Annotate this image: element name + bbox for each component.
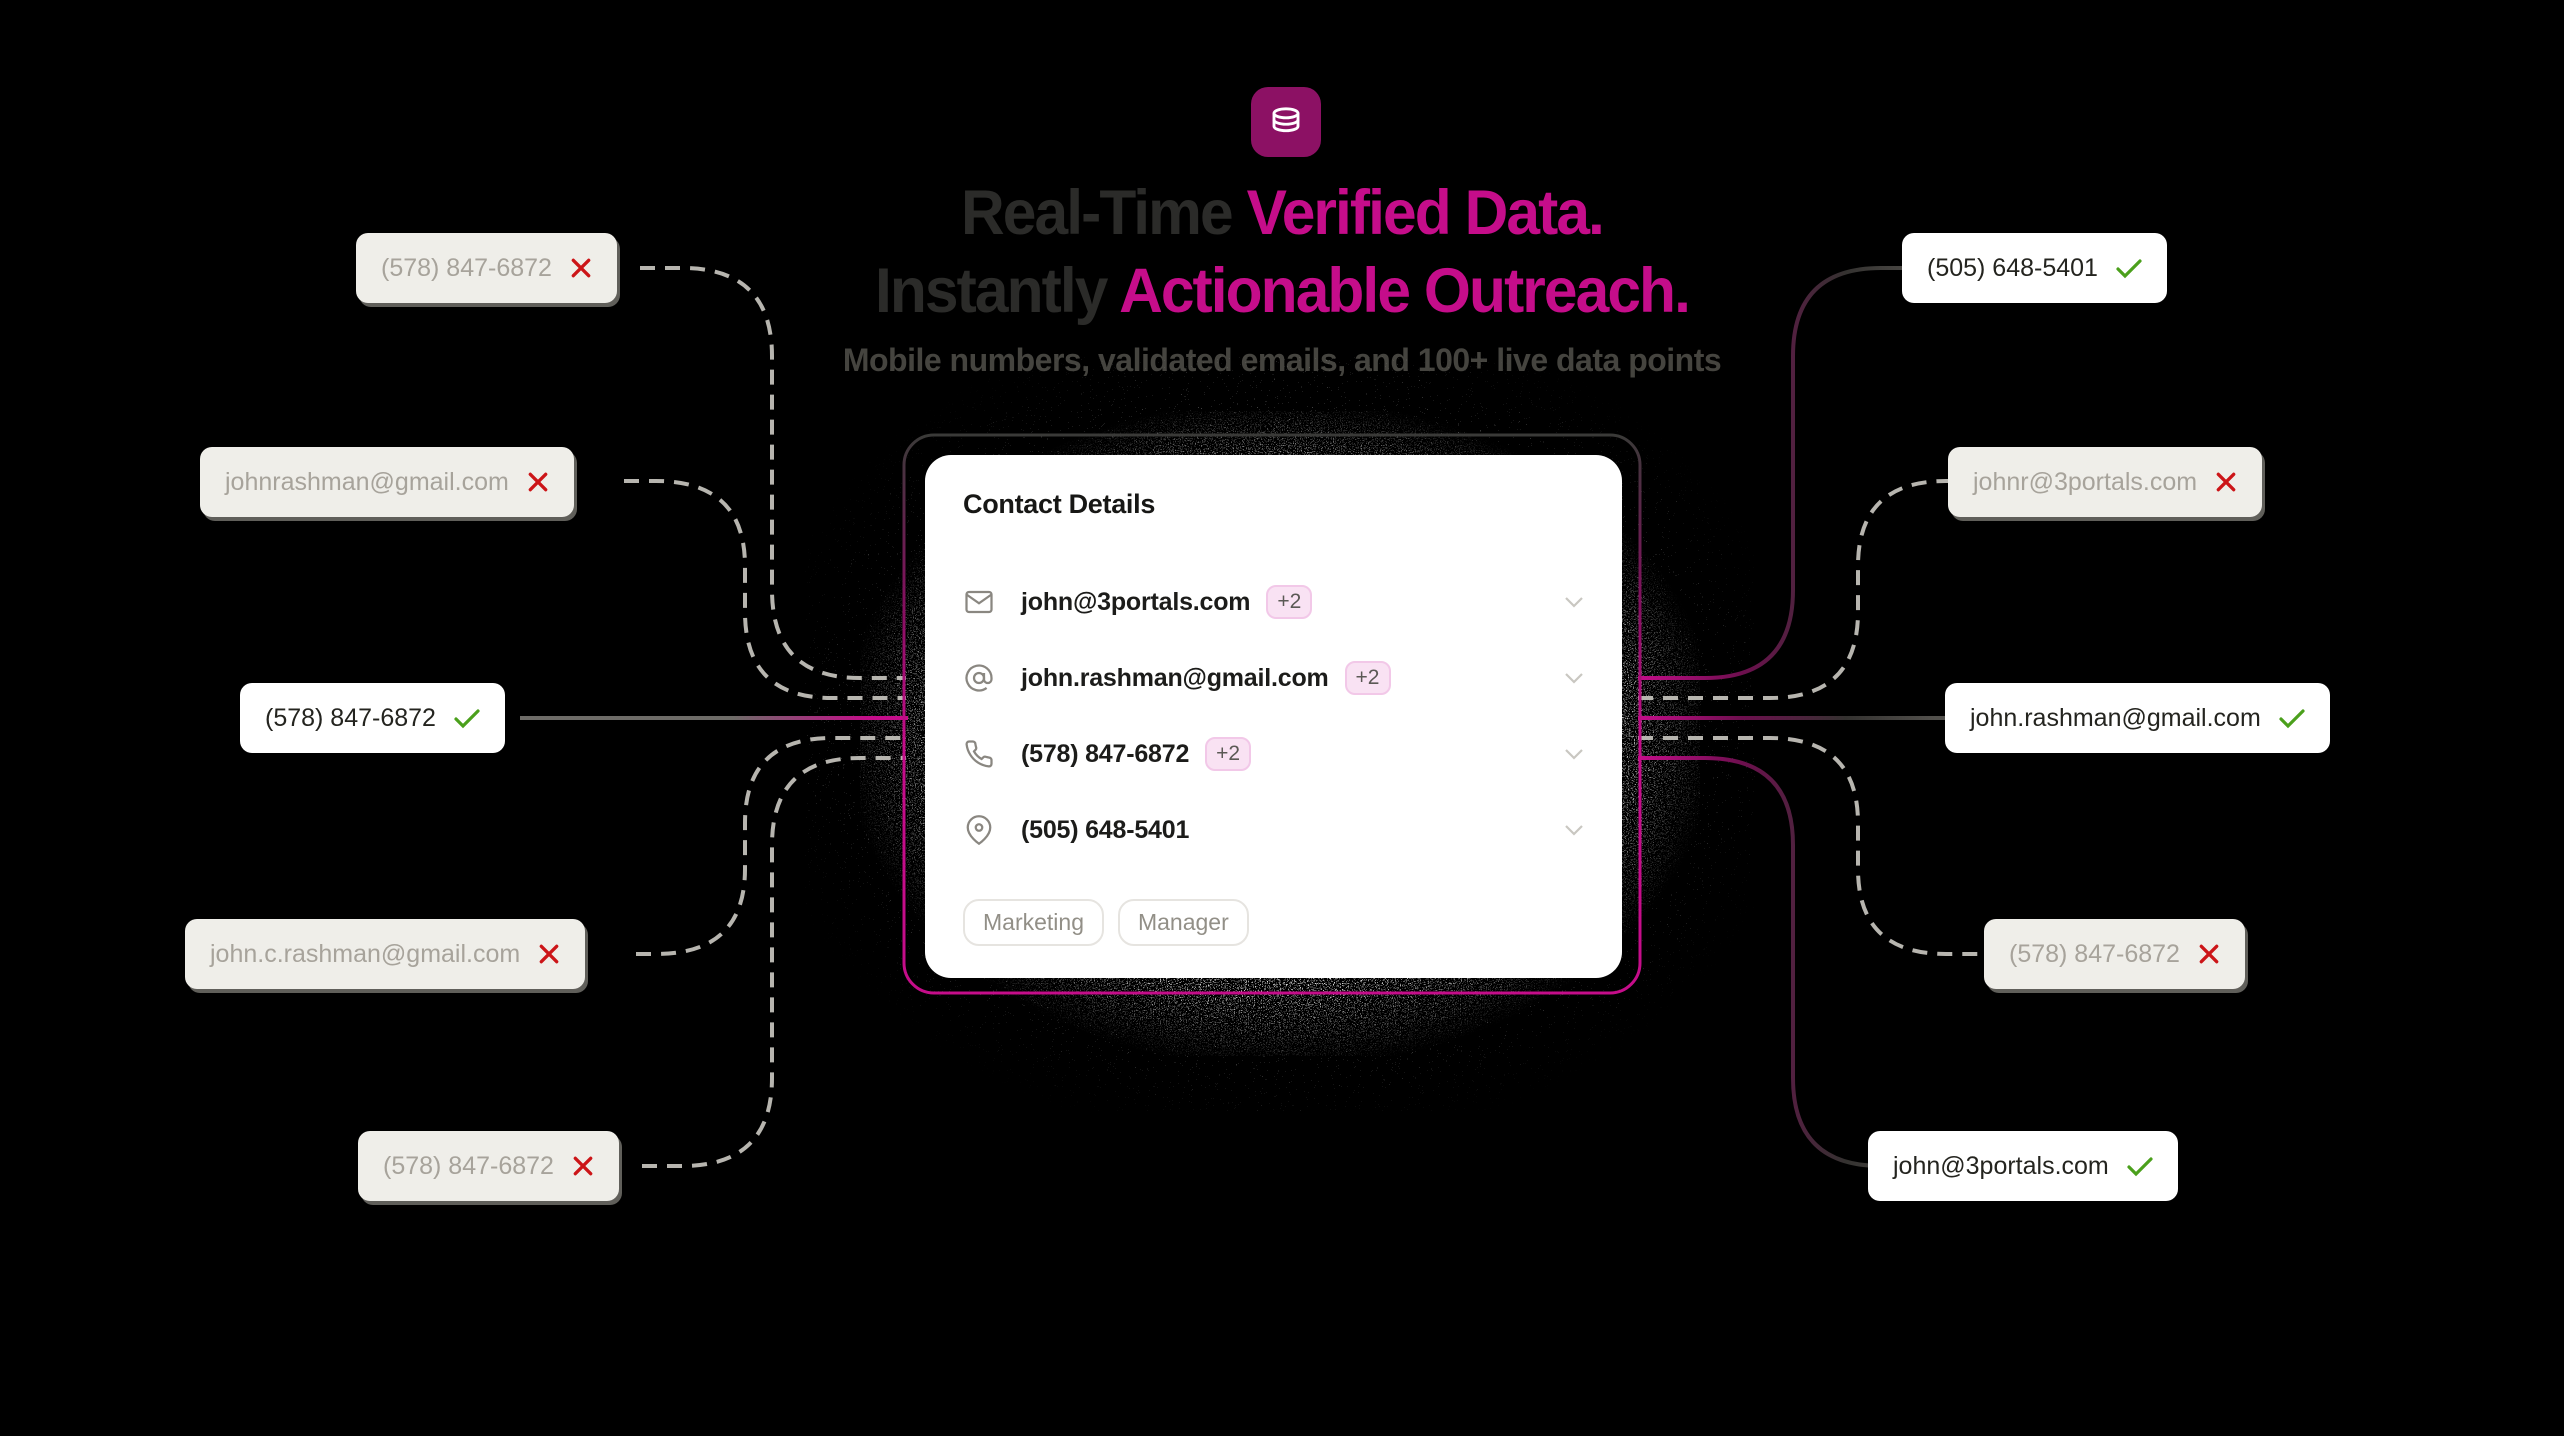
row-value: john@3portals.com: [1021, 587, 1251, 616]
extra-count-badge: +2: [1344, 661, 1391, 695]
chip-right-email-invalid-1: johnr@3portals.com: [1948, 447, 2263, 517]
mail-icon: [963, 587, 995, 617]
row-value: (578) 847-6872: [1021, 739, 1190, 768]
chevron-down-icon[interactable]: [1564, 748, 1584, 760]
chip-value: (578) 847-6872: [265, 703, 436, 732]
chip-value: (578) 847-6872: [381, 253, 552, 282]
chip-value: (578) 847-6872: [2009, 939, 2180, 968]
tag-marketing: Marketing: [963, 899, 1104, 946]
card-title: Contact Details: [963, 489, 1156, 519]
chevron-down-icon[interactable]: [1564, 672, 1584, 684]
connector-left-2: [624, 479, 906, 700]
chip-left-email-invalid-2: john.c.rashman@gmail.com: [185, 919, 586, 989]
connector-right-4: [1638, 736, 1995, 956]
row-value: john.rashman@gmail.com: [1021, 663, 1329, 692]
chip-left-phone-invalid-1: (578) 847-6872: [356, 233, 617, 303]
headline-line-2: Instantly Actionable Outreach.: [51, 252, 2512, 330]
contact-row-secondary-phone[interactable]: (505) 648-5401: [963, 792, 1584, 868]
x-icon: [573, 1156, 593, 1176]
chip-right-phone-valid: (505) 648-5401: [1902, 233, 2167, 303]
chip-right-email-valid-2: john@3portals.com: [1868, 1131, 2178, 1201]
chip-value: (578) 847-6872: [383, 1151, 554, 1180]
x-icon: [2199, 944, 2219, 964]
chip-value: john.rashman@gmail.com: [1970, 703, 2261, 732]
headline-accent-1: Verified Data.: [1246, 178, 1605, 248]
headline-line-1: Real-Time Verified Data.: [51, 174, 2512, 252]
chevron-down-icon[interactable]: [1564, 596, 1584, 608]
extra-count-badge: +2: [1205, 737, 1252, 771]
contact-row-phone[interactable]: (578) 847-6872 +2: [963, 716, 1584, 792]
contact-details-card: Contact Details john@3portals.com +2 joh…: [925, 455, 1622, 978]
check-icon: [454, 708, 480, 728]
chip-value: johnr@3portals.com: [1973, 467, 2198, 496]
page-title: Real-Time Verified Data. Instantly Actio…: [51, 174, 2512, 330]
contact-rows: john@3portals.com +2 john.rashman@gmail.…: [963, 564, 1584, 868]
tag-list: Marketing Manager: [963, 899, 1249, 946]
x-icon: [539, 944, 559, 964]
x-icon: [571, 258, 591, 278]
chip-left-phone-invalid-2: (578) 847-6872: [358, 1131, 619, 1201]
connector-left-4: [636, 736, 906, 956]
headline-accent-2: Actionable Outreach.: [1119, 256, 1691, 326]
headline-plain-1: Real-Time: [961, 178, 1247, 248]
chip-value: john.c.rashman@gmail.com: [210, 939, 521, 968]
x-icon: [528, 472, 548, 492]
connector-right-5: [1638, 756, 1882, 1168]
phone-icon: [963, 739, 995, 769]
chip-value: johnrashman@gmail.com: [225, 467, 509, 496]
contact-row-alt-email[interactable]: john.rashman@gmail.com +2: [963, 640, 1584, 716]
database-icon: [1272, 107, 1300, 133]
tag-manager: Manager: [1117, 899, 1249, 946]
x-icon: [2216, 472, 2236, 492]
contact-row-email[interactable]: john@3portals.com +2: [963, 564, 1584, 640]
chip-left-email-invalid-1: johnrashman@gmail.com: [200, 447, 574, 517]
brand-logo: [1251, 87, 1321, 157]
connector-right-2: [1638, 479, 1960, 700]
chevron-down-icon[interactable]: [1564, 824, 1584, 836]
check-icon: [2116, 258, 2142, 278]
check-icon: [2279, 708, 2305, 728]
check-icon: [2127, 1156, 2153, 1176]
row-value: (505) 648-5401: [1021, 815, 1190, 844]
chip-left-phone-valid: (578) 847-6872: [240, 683, 505, 753]
chip-value: john@3portals.com: [1893, 1151, 2109, 1180]
subheadline: Mobile numbers, validated emails, and 10…: [842, 342, 1722, 378]
chip-right-email-valid-1: john.rashman@gmail.com: [1945, 683, 2330, 753]
headline-plain-2: Instantly: [875, 256, 1120, 326]
location-pin-icon: [963, 815, 995, 845]
extra-count-badge: +2: [1266, 585, 1313, 619]
chip-value: (505) 648-5401: [1927, 253, 2098, 282]
connector-left-5: [642, 756, 906, 1168]
at-sign-icon: [963, 663, 995, 693]
chip-right-phone-invalid: (578) 847-6872: [1984, 919, 2245, 989]
